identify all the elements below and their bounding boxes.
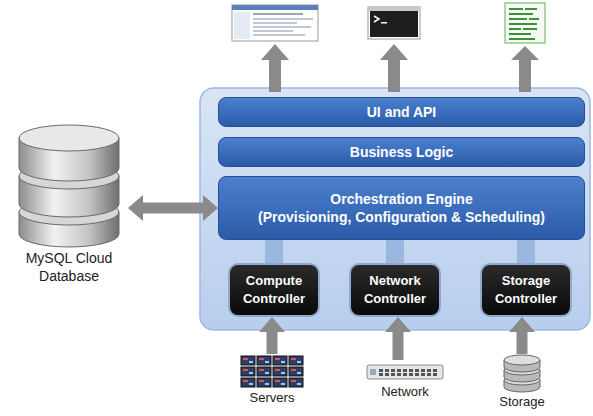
terminal-icon <box>368 7 420 39</box>
output-arrow <box>380 44 408 92</box>
servers-icon <box>239 354 305 390</box>
storage-icon <box>500 354 544 394</box>
layer-band: UI and API <box>218 97 585 127</box>
link-bar-line <box>386 240 404 263</box>
arrow-shaft <box>517 331 528 354</box>
network-switch-icon <box>365 360 445 384</box>
flow-arrow <box>128 195 218 221</box>
layer-band: Orchestration Engine(Provisioning, Confi… <box>218 176 585 240</box>
flow-arrow <box>509 317 535 354</box>
database-node: MySQL Cloud Database <box>10 122 128 295</box>
link-bar-line <box>265 240 283 263</box>
node-label: Orchestration Engine <box>330 190 472 208</box>
flow-arrow <box>385 317 411 360</box>
arrow-head <box>509 317 535 332</box>
link-bar <box>274 240 275 263</box>
controller-box: Compute Controller <box>228 263 320 317</box>
platform-panel <box>200 88 590 330</box>
node-sublabel: (Provisioning, Configuration & Schedulin… <box>258 208 545 226</box>
node-label: Storage Controller <box>488 272 564 307</box>
node-label: Network <box>381 384 429 400</box>
layer-band: Business Logic <box>218 137 585 167</box>
controller-box: Network Controller <box>349 263 441 317</box>
node-label: Compute Controller <box>236 272 312 307</box>
arrow-head <box>385 317 411 332</box>
resource-node: Storage <box>492 354 552 416</box>
node-label: MySQL Cloud Database <box>10 250 128 285</box>
flow-arrow <box>259 317 285 354</box>
dashboard-icon <box>232 5 318 41</box>
arrow-head <box>203 195 218 221</box>
output-arrow <box>511 46 539 92</box>
node-label: Storage <box>499 394 545 410</box>
database-cylinder <box>14 122 124 250</box>
node-label: Servers <box>250 390 295 406</box>
node-label: Business Logic <box>350 143 453 161</box>
link-bar <box>526 240 527 263</box>
link-bar <box>395 240 396 263</box>
resource-node: Servers <box>236 354 308 416</box>
node-label: Network Controller <box>357 272 433 307</box>
arrow-head <box>259 317 285 332</box>
resource-node: Network <box>355 360 455 411</box>
controller-box: Storage Controller <box>480 263 572 317</box>
node-label: UI and API <box>367 103 437 121</box>
output-arrow <box>261 44 289 92</box>
arrow-shaft <box>267 331 278 354</box>
arrow-shaft <box>142 203 204 214</box>
arrow-shaft <box>393 331 404 360</box>
arrow-head <box>128 195 143 221</box>
link-bar-line <box>517 240 535 263</box>
document-icon <box>505 3 545 43</box>
